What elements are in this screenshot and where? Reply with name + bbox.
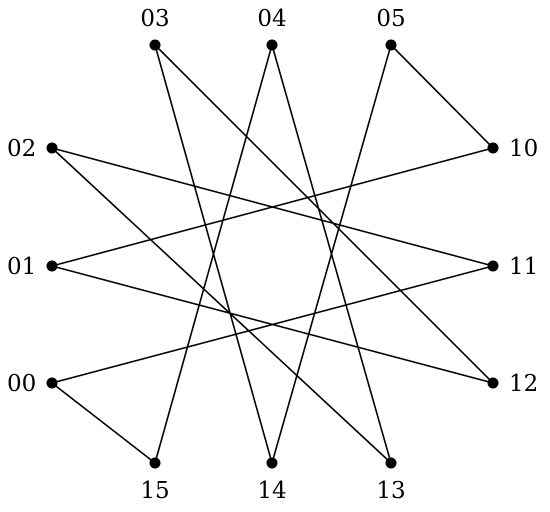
node-12 [487,377,499,389]
node-05 [385,39,397,51]
node-label-15: 15 [140,478,169,504]
node-04 [266,39,278,51]
node-label-00: 00 [7,371,36,397]
node-13 [385,457,397,469]
node-label-14: 14 [257,478,286,504]
node-label-02: 02 [7,136,36,162]
node-label-03: 03 [140,6,169,32]
edge-02-11 [51,147,494,267]
node-03 [149,39,161,51]
node-00 [46,377,58,389]
edge-04-15 [154,44,273,464]
nodes-layer [46,39,499,469]
labels-layer: 00 01 02 03 04 05 10 11 12 13 14 15 [7,6,538,504]
edge-02-13 [51,147,392,464]
node-label-12: 12 [509,371,538,397]
edge-00-15 [51,382,156,464]
edge-05-14 [271,44,392,464]
edge-01-12 [51,265,494,384]
node-label-01: 01 [7,254,36,280]
node-01 [46,260,58,272]
node-label-05: 05 [376,6,405,32]
node-11 [487,260,499,272]
edge-03-12 [154,44,494,384]
node-10 [487,142,499,154]
node-label-13: 13 [376,478,405,504]
edges-layer [51,44,494,464]
node-label-10: 10 [509,136,538,162]
edge-05-10 [390,44,494,149]
node-14 [266,457,278,469]
node-15 [149,457,161,469]
node-02 [46,142,58,154]
node-label-04: 04 [257,6,286,32]
node-label-11: 11 [509,254,538,280]
